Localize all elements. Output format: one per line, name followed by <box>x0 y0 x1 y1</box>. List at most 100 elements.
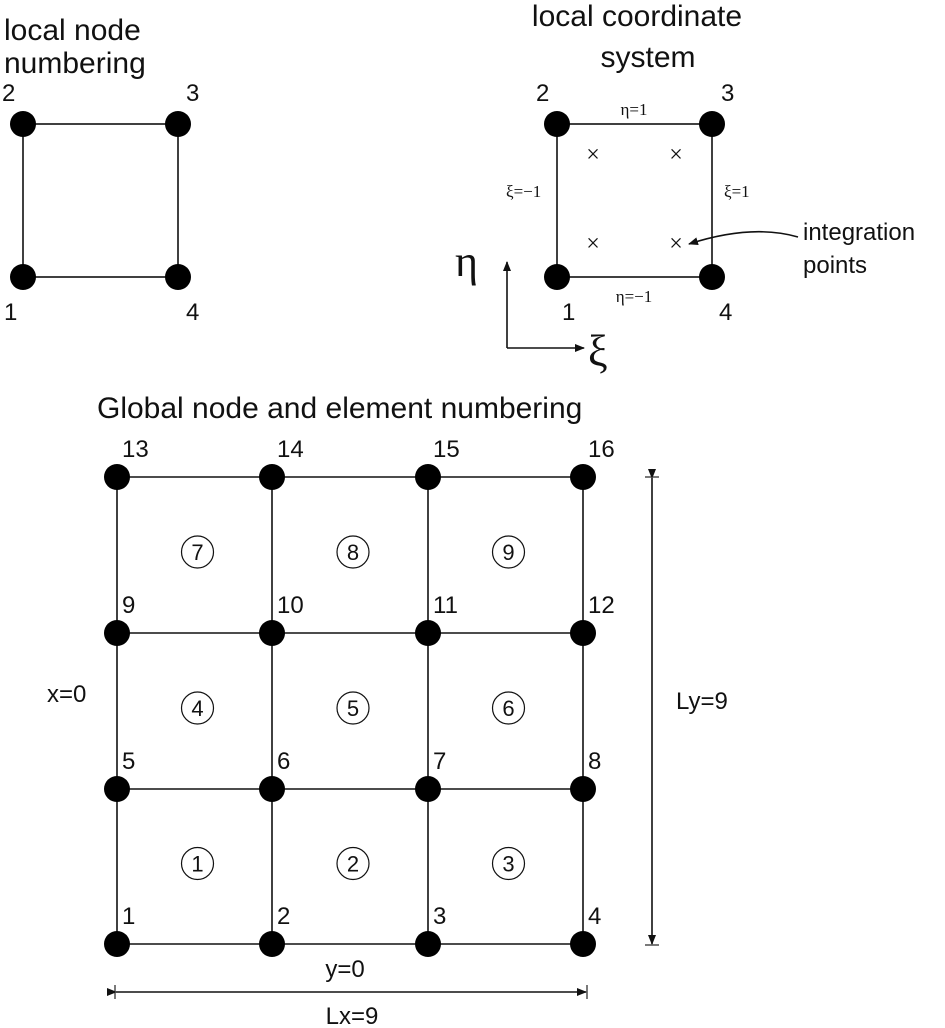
ref-node-label-1: 1 <box>562 299 575 326</box>
element-circle <box>491 535 526 569</box>
local-node-numbering-panel: local node numbering 1 2 3 4 <box>2 14 199 326</box>
element-8: 8 <box>336 535 370 569</box>
mesh-node-16 <box>570 464 596 490</box>
element-label: 6 <box>502 696 514 721</box>
integration-point-mark: × <box>669 142 683 168</box>
mesh-node-15 <box>415 464 441 490</box>
boundary-label-x0: x=0 <box>47 681 86 708</box>
element-circle <box>180 846 215 881</box>
integration-point-mark: × <box>586 231 600 257</box>
ref-node-label-4: 4 <box>719 299 732 326</box>
edge-label-top: η=1 <box>621 100 648 119</box>
element-circle <box>491 691 526 725</box>
element-label: 8 <box>347 540 359 565</box>
eta-axis-label: η <box>455 237 478 286</box>
element-label: 3 <box>502 852 514 877</box>
mesh-node-3 <box>415 931 441 957</box>
mesh-node-8 <box>570 776 596 802</box>
mesh-node-label: 5 <box>122 748 135 775</box>
element-circle <box>491 846 526 881</box>
element-5: 5 <box>336 691 370 725</box>
local-node-1 <box>10 264 36 290</box>
local-coordinate-panel: local coordinate system 1 2 3 4 η=1 η=−1… <box>455 0 915 376</box>
mesh-node-13 <box>104 464 130 490</box>
mesh-node-label: 12 <box>588 592 615 619</box>
element-7: 7 <box>180 535 215 569</box>
mesh-node-label: 2 <box>277 903 290 930</box>
mesh-node-6 <box>259 776 285 802</box>
mesh-node-label: 8 <box>588 748 601 775</box>
mesh-node-label: 11 <box>433 592 458 619</box>
mesh-node-label: 7 <box>433 748 446 775</box>
mesh-node-14 <box>259 464 285 490</box>
element-circle <box>336 846 370 881</box>
mesh-node-label: 16 <box>588 436 615 463</box>
ref-node-3 <box>699 111 725 137</box>
mesh-node-label: 3 <box>433 903 446 930</box>
local-node-label-1: 1 <box>4 299 17 326</box>
ly-dimension-label: Ly=9 <box>676 688 728 715</box>
mesh-node-label: 14 <box>277 436 304 463</box>
local-node-label-4: 4 <box>186 299 199 326</box>
mesh-node-2 <box>259 931 285 957</box>
element-label: 9 <box>502 540 514 565</box>
mesh-node-10 <box>259 620 285 646</box>
mesh-node-label: 9 <box>122 592 135 619</box>
edge-label-right: ξ=1 <box>724 182 750 201</box>
mesh-node-5 <box>104 776 130 802</box>
mesh-node-label: 6 <box>277 748 290 775</box>
mesh-node-9 <box>104 620 130 646</box>
mesh-node-label: 1 <box>122 903 135 930</box>
mesh-node-4 <box>570 931 596 957</box>
element-circle <box>180 691 215 725</box>
element-9: 9 <box>491 535 526 569</box>
local-node-label-2: 2 <box>2 80 15 107</box>
local-node-3 <box>165 111 191 137</box>
element-1: 1 <box>180 846 215 881</box>
mesh-node-7 <box>415 776 441 802</box>
mesh-grid-lines <box>116 476 584 945</box>
lx-dimension-label: Lx=9 <box>326 1003 379 1028</box>
element-circle <box>336 535 370 569</box>
integration-point-mark: × <box>586 142 600 168</box>
local-node-2 <box>10 111 36 137</box>
edge-label-bottom: η=−1 <box>616 287 653 306</box>
mesh-node-label: 10 <box>277 592 304 619</box>
local-node-label-3: 3 <box>186 80 199 107</box>
xi-axis-label: ξ <box>588 327 608 376</box>
ref-node-label-2: 2 <box>536 80 549 107</box>
integration-label-line1: integration <box>803 219 915 246</box>
element-2: 2 <box>336 846 370 881</box>
local-coord-title-line2: system <box>600 41 695 74</box>
local-element-square <box>22 123 179 278</box>
element-label: 2 <box>347 852 359 877</box>
mesh-node-1 <box>104 931 130 957</box>
mesh-elements: 1 2 3 4 5 6 7 8 9 <box>180 535 526 881</box>
ref-node-1 <box>544 264 570 290</box>
mesh-node-11 <box>415 620 441 646</box>
integration-point-mark: × <box>669 231 683 257</box>
element-6: 6 <box>491 691 526 725</box>
boundary-label-y0: y=0 <box>325 956 364 983</box>
element-circle <box>180 535 215 569</box>
mesh-node-12 <box>570 620 596 646</box>
ref-node-2 <box>544 111 570 137</box>
mesh-node-label: 13 <box>122 436 149 463</box>
local-node-title-line2: numbering <box>4 47 146 80</box>
local-node-title-line1: local node <box>4 14 141 47</box>
edge-label-left: ξ=−1 <box>506 182 541 201</box>
local-node-4 <box>165 264 191 290</box>
reference-element-square <box>556 123 713 278</box>
element-label: 1 <box>191 852 203 877</box>
element-4: 4 <box>180 691 215 725</box>
integration-label-line2: points <box>803 252 867 279</box>
element-label: 5 <box>347 696 359 721</box>
element-label: 7 <box>191 540 203 565</box>
element-circle <box>336 691 370 725</box>
element-label: 4 <box>191 696 203 721</box>
mesh-node-label: 4 <box>588 903 601 930</box>
local-coord-title-line1: local coordinate <box>532 0 742 33</box>
ref-node-label-3: 3 <box>721 80 734 107</box>
